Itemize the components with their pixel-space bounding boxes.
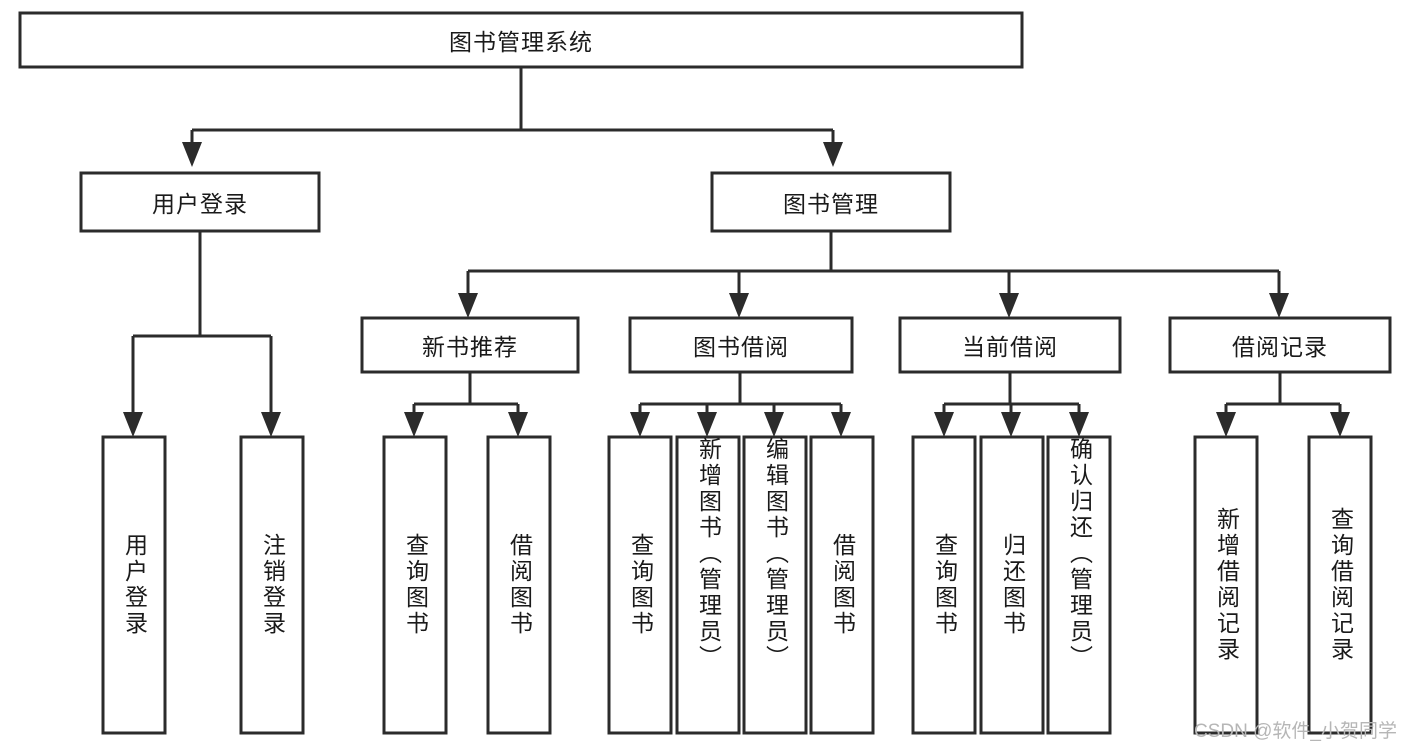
leaf-box-borrow-record-1 [1307,435,1373,735]
arrowhead-nbr-leaf0 [404,412,424,437]
leaf-box-book-borrow-1 [675,435,741,735]
arrowhead-bm-c1 [729,293,749,318]
leaf-box-current-borrow-0 [911,435,977,735]
arrowhead-user-login [182,142,202,167]
arrowhead-bb-leaf0 [630,412,650,437]
leaf-box-current-borrow-1 [979,435,1045,735]
arrowhead-cb-leaf1 [1001,412,1021,437]
leaf-box-user-login-0 [101,435,167,735]
arrowhead-bm-c2 [999,293,1019,318]
node-book-borrow-box [628,316,854,374]
leaf-box-book-borrow-2 [742,435,808,735]
node-user-login-box [79,171,321,233]
node-borrow-record-box [1168,316,1392,374]
arrowhead-cb-leaf0 [934,412,954,437]
leaf-box-book-borrow-0 [607,435,673,735]
arrowhead-nbr-leaf1 [508,412,528,437]
arrowhead-bb-leaf2 [764,412,784,437]
arrowhead-ul-leaf1 [261,412,281,437]
node-root-box [18,11,1024,69]
leaf-box-book-borrow-3 [809,435,875,735]
node-book-mgmt-box [710,171,952,233]
arrowhead-bb-leaf1 [697,412,717,437]
node-current-borrow-box [898,316,1122,374]
leaf-box-current-borrow-2 [1046,435,1112,735]
leaf-box-borrow-record-0 [1193,435,1259,735]
leaf-box-new-book-recommend-0 [382,435,448,735]
arrowhead-bm-c0 [458,293,478,318]
arrowhead-ul-leaf0 [123,412,143,437]
node-new-book-recommend-box [360,316,580,374]
arrowhead-br-leaf0 [1216,412,1236,437]
arrowhead-bb-leaf3 [831,412,851,437]
arrowhead-book-mgmt [823,142,843,167]
leaf-box-user-login-1 [239,435,305,735]
arrowhead-cb-leaf2 [1069,412,1089,437]
leaf-box-new-book-recommend-1 [486,435,552,735]
arrowhead-bm-c3 [1269,293,1289,318]
arrowhead-br-leaf1 [1330,412,1350,437]
